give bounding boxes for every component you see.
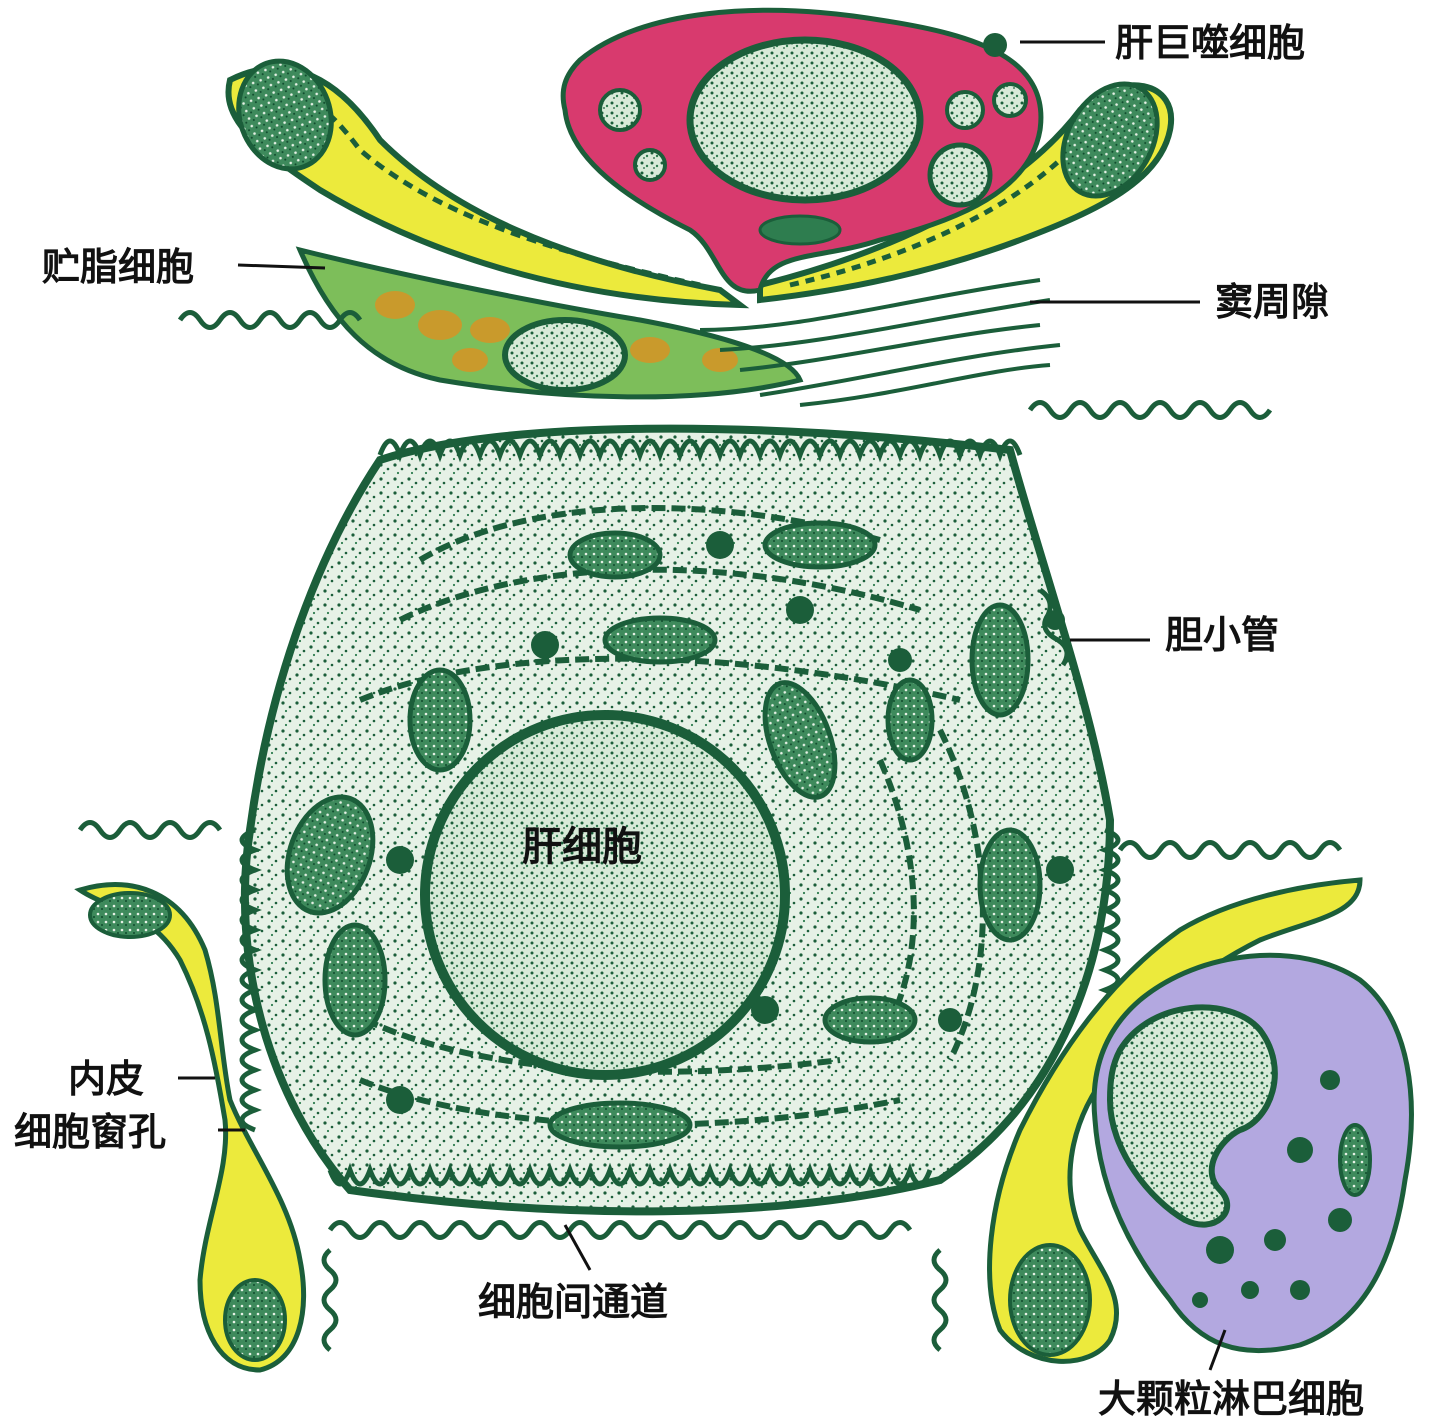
lipid-droplet	[470, 317, 510, 343]
lipid-droplet	[630, 337, 670, 363]
endothelial-nucleus	[225, 1280, 285, 1360]
endothelial-nucleus	[1010, 1245, 1090, 1355]
label-intercellular-channel: 细胞间通道	[478, 1280, 668, 1324]
label-large-granular-lymphocyte: 大颗粒淋巴细胞	[1098, 1377, 1364, 1421]
label-perisinusoidal-space: 窦周隙	[1215, 280, 1329, 324]
label-bile-canaliculus: 胆小管	[1165, 613, 1279, 657]
lipid-droplet	[375, 291, 415, 319]
lipid-droplet	[452, 348, 488, 372]
fat-cell-nucleus	[505, 320, 625, 390]
endothelial-nucleus	[90, 893, 170, 937]
lipid-droplet	[418, 310, 462, 340]
large-granular-lymphocyte	[1094, 955, 1411, 1350]
hepatocyte	[242, 429, 1118, 1212]
kupffer-nucleus	[690, 40, 920, 200]
label-kupffer-cell: 肝巨噬细胞	[1115, 21, 1305, 65]
lipid-droplet	[702, 348, 738, 372]
label-endothelial-fenestra: 细胞窗孔	[14, 1110, 166, 1154]
label-fat-storing-cell: 贮脂细胞	[42, 245, 194, 289]
label-hepatocyte: 肝细胞	[522, 824, 642, 870]
hepatocyte-nucleus	[425, 715, 785, 1075]
label-endothelium: 内皮	[68, 1057, 144, 1101]
leader-intercellular	[565, 1225, 590, 1270]
